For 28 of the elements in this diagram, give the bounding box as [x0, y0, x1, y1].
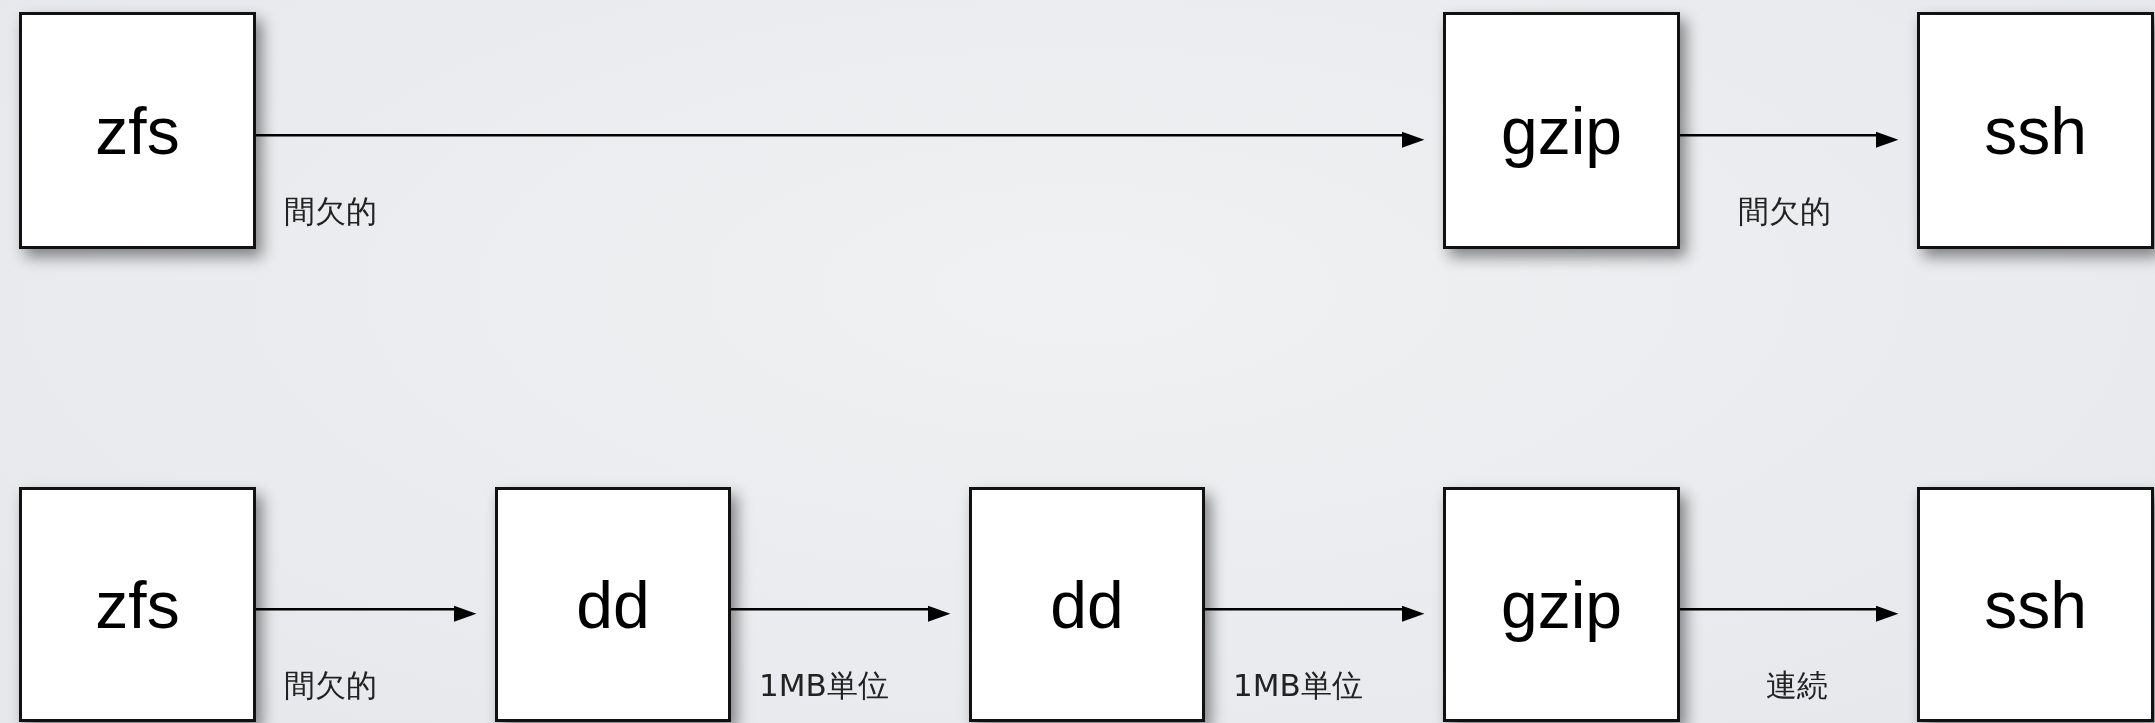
node-label: gzip	[1500, 566, 1623, 643]
edge-label: 間欠的	[284, 667, 377, 705]
edge-label: 連続	[1766, 667, 1828, 705]
process-box	[19, 487, 256, 722]
node-label: ssh	[1984, 92, 2087, 169]
process-box	[495, 487, 731, 722]
edge-label: 間欠的	[284, 193, 377, 231]
arrow	[256, 131, 1425, 148]
arrow	[256, 605, 477, 622]
process-box	[1443, 487, 1680, 722]
node-label: zfs	[95, 92, 180, 169]
arrow	[731, 605, 951, 622]
node-label: ssh	[1984, 566, 2087, 643]
arrow	[1680, 605, 1899, 622]
arrow	[1680, 131, 1899, 148]
process-box	[1917, 487, 2154, 722]
node-label: zfs	[95, 566, 180, 643]
process-box	[1443, 12, 1680, 249]
node-label: dd	[576, 566, 650, 643]
edge-label: 間欠的	[1738, 193, 1831, 231]
process-box	[969, 487, 1205, 722]
node-label: gzip	[1500, 92, 1623, 169]
arrow	[1205, 605, 1425, 622]
edge-label: 1MB単位	[1233, 667, 1363, 705]
process-box	[1917, 12, 2154, 249]
node-label: dd	[1050, 566, 1124, 643]
edge-label: 1MB単位	[759, 667, 889, 705]
process-box	[19, 12, 256, 249]
